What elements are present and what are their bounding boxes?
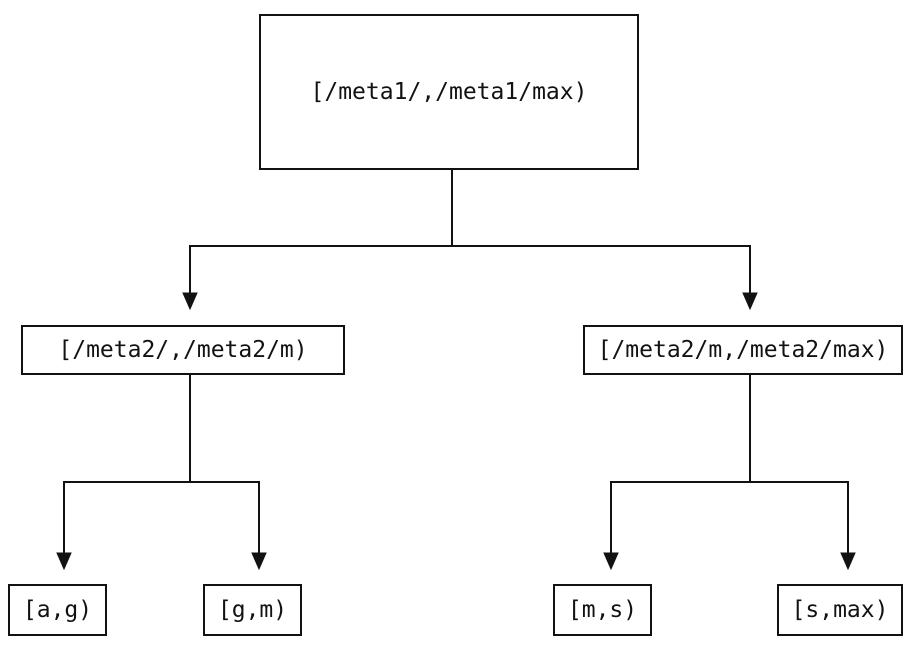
node-leaf-gm: [g,m) bbox=[203, 584, 302, 636]
node-leaf-gm-label: [g,m) bbox=[217, 597, 288, 623]
arrowhead-child-right bbox=[742, 292, 758, 311]
node-leaf-ms-label: [m,s) bbox=[567, 597, 638, 623]
arrowhead-leaf-2 bbox=[603, 552, 619, 571]
node-root: [/meta1/,/meta1/max) bbox=[259, 14, 639, 170]
node-leaf-smax-label: [s,max) bbox=[791, 597, 889, 623]
node-child-right: [/meta2/m,/meta2/max) bbox=[583, 325, 903, 375]
node-root-label: [/meta1/,/meta1/max) bbox=[310, 79, 588, 105]
node-child-left: [/meta2/,/meta2/m) bbox=[21, 325, 345, 375]
arrowhead-child-left bbox=[182, 292, 198, 311]
node-leaf-smax: [s,max) bbox=[777, 584, 903, 636]
node-child-left-label: [/meta2/,/meta2/m) bbox=[58, 337, 308, 363]
arrowhead-leaf-1 bbox=[251, 552, 267, 571]
arrowhead-leaf-0 bbox=[56, 552, 72, 571]
node-leaf-ag: [a,g) bbox=[8, 584, 107, 636]
node-leaf-ag-label: [a,g) bbox=[22, 597, 93, 623]
node-leaf-ms: [m,s) bbox=[553, 584, 652, 636]
arrowhead-leaf-3 bbox=[840, 552, 856, 571]
node-child-right-label: [/meta2/m,/meta2/max) bbox=[597, 337, 889, 363]
